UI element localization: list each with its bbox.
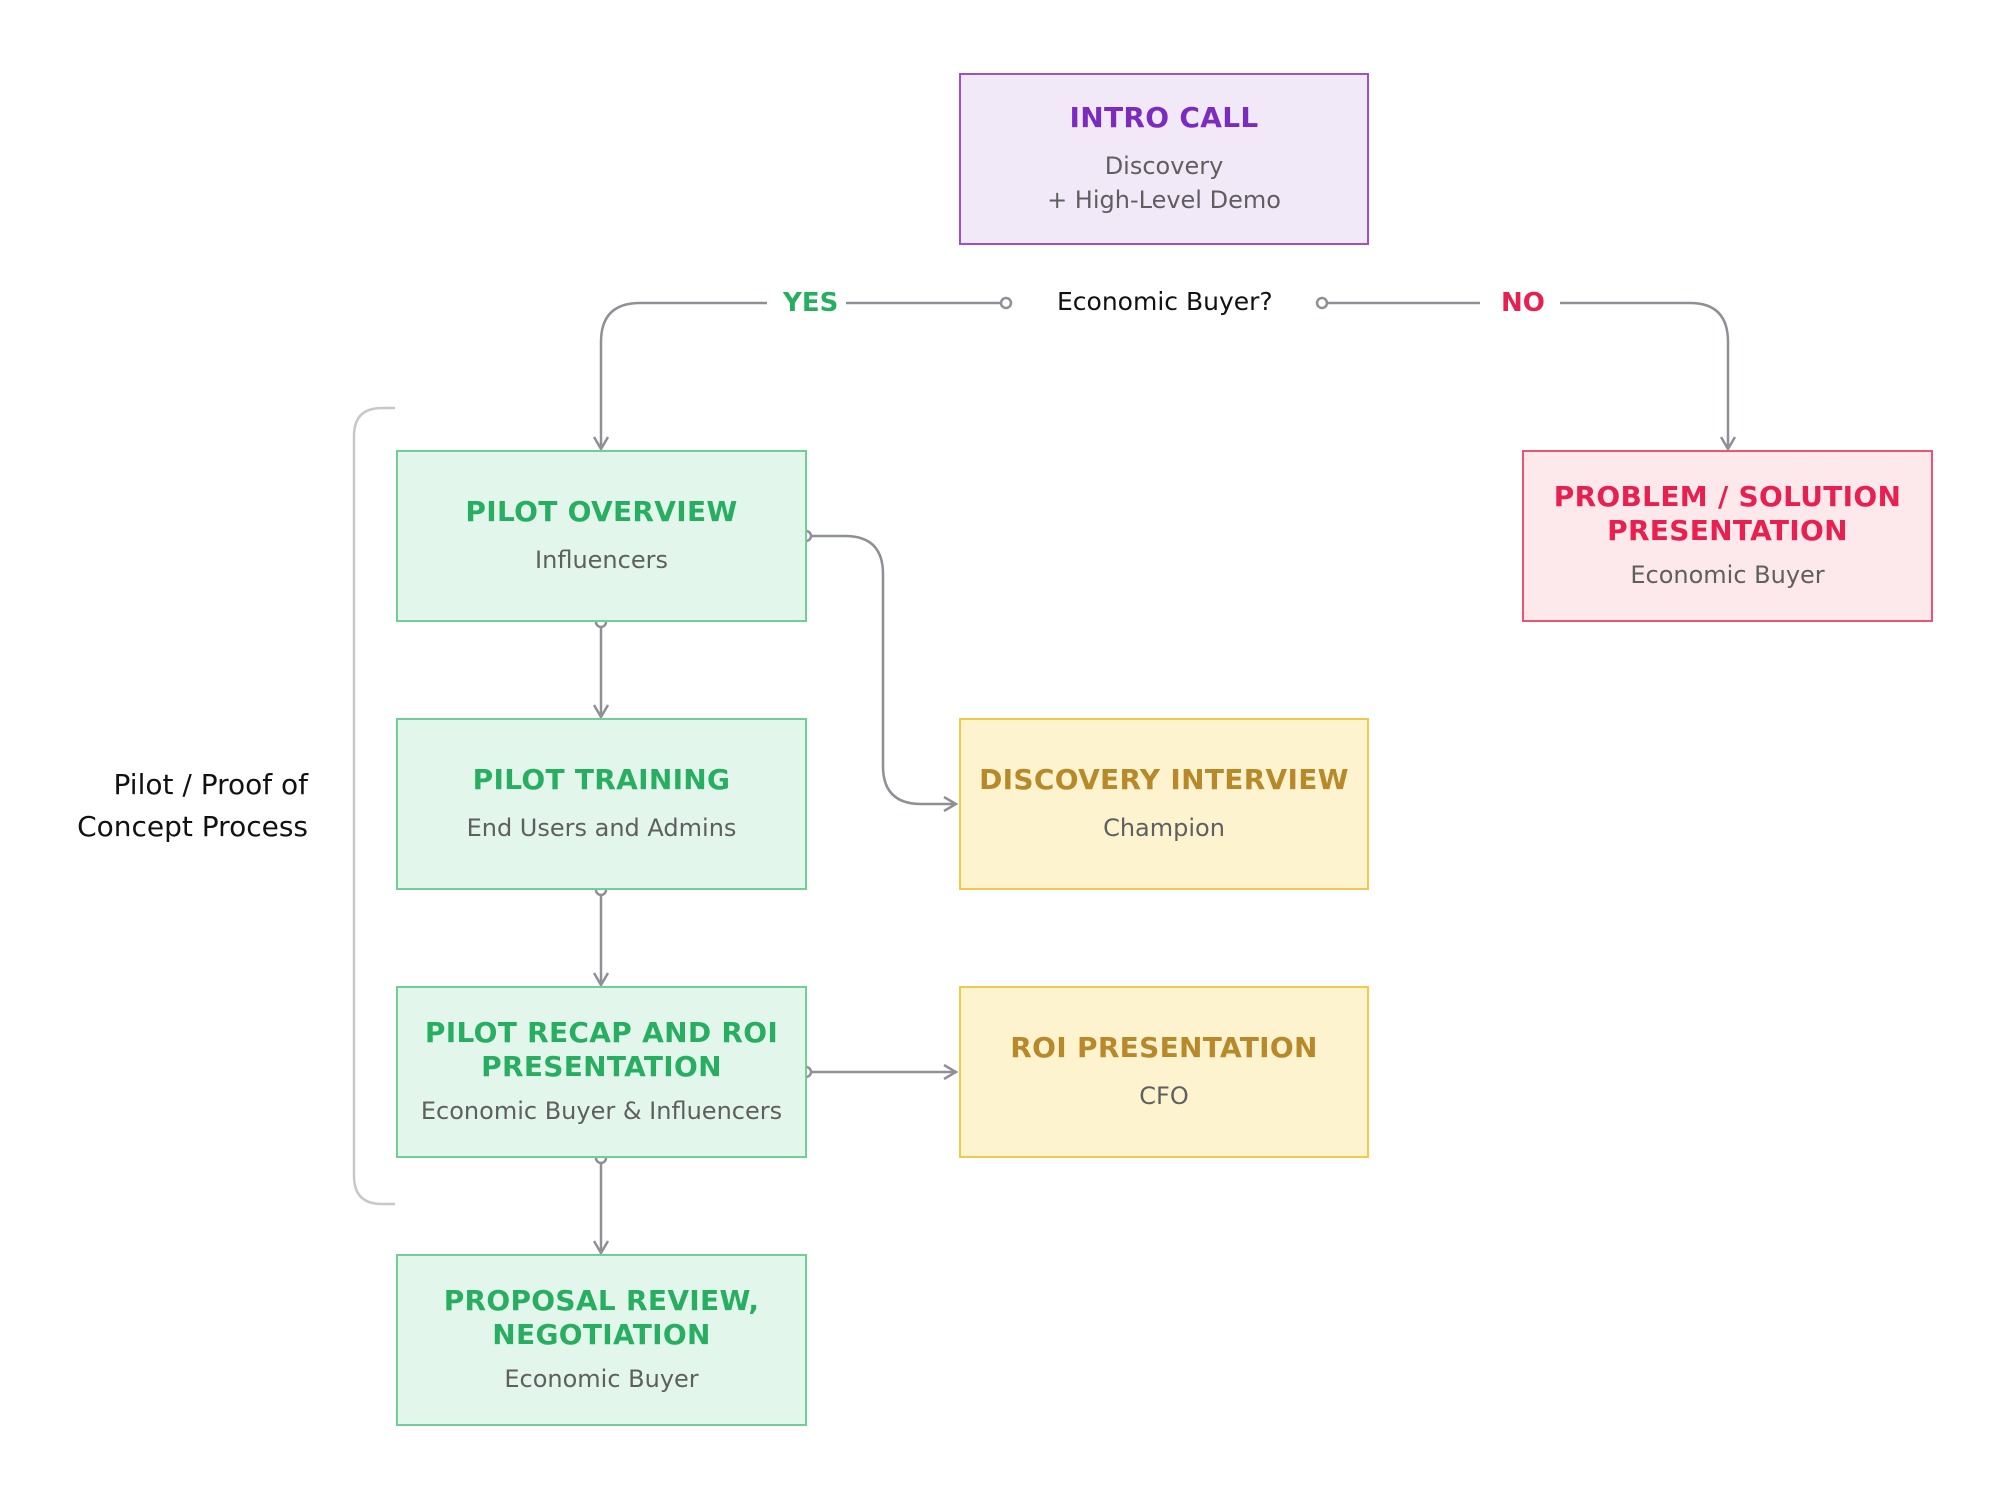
proposal-review-node: PROPOSAL REVIEW, NEGOTIATION Economic Bu… [396,1254,807,1426]
discovery-interview-title: DISCOVERY INTERVIEW [979,763,1349,796]
intro-call-subtitle: Discovery + High-Level Demo [1047,149,1281,217]
roi-presentation-node: ROI PRESENTATION CFO [959,986,1369,1158]
pilot-group-label-line1: Pilot / Proof of [113,768,308,801]
yes-connector-down [601,301,767,448]
pilot-group-label-line2: Concept Process [77,810,308,843]
pilot-overview-node: PILOT OVERVIEW Influencers [396,450,807,622]
pilot-recap-node: PILOT RECAP AND ROI PRESENTATION Economi… [396,986,807,1158]
overview-to-discovery-connector [806,534,955,804]
proposal-review-title-line2: NEGOTIATION [492,1318,711,1351]
roi-presentation-subtitle: CFO [1139,1082,1189,1110]
no-connector-down [1560,301,1728,448]
discovery-interview-node: DISCOVERY INTERVIEW Champion [959,718,1369,890]
problem-solution-title-line1: PROBLEM / SOLUTION [1553,480,1902,513]
problem-solution-node: PROBLEM / SOLUTION PRESENTATION Economic… [1522,450,1933,622]
group-bracket [352,406,395,1206]
pilot-training-title: PILOT TRAINING [472,763,731,796]
proposal-review-title-line1: PROPOSAL REVIEW, [443,1284,760,1317]
decision-question: Economic Buyer? [1057,287,1273,316]
yes-label: YES [783,288,839,318]
pilot-recap-title: PILOT RECAP AND ROI PRESENTATION [425,1016,778,1084]
intro-call-subtitle-line1: Discovery [1104,152,1224,180]
pilot-overview-title: PILOT OVERVIEW [465,495,738,528]
yes-connector-dot [999,296,1013,310]
pilot-overview-subtitle: Influencers [535,546,668,574]
pilot-recap-title-line2: PRESENTATION [481,1050,722,1083]
no-connector-dot [1315,296,1329,310]
pilot-group-label: Pilot / Proof of Concept Process [40,764,308,848]
problem-solution-title-line2: PRESENTATION [1607,514,1848,547]
pilot-recap-subtitle: Economic Buyer & Influencers [420,1097,783,1125]
pilot-training-node: PILOT TRAINING End Users and Admins [396,718,807,890]
problem-solution-title: PROBLEM / SOLUTION PRESENTATION [1554,480,1901,548]
intro-call-node: INTRO CALL Discovery + High-Level Demo [959,73,1369,245]
pilot-training-subtitle: End Users and Admins [466,814,737,842]
discovery-interview-subtitle: Champion [1103,814,1225,842]
no-label: NO [1501,288,1545,318]
intro-call-subtitle-line2: + High-Level Demo [1047,186,1281,214]
intro-call-title: INTRO CALL [1069,101,1259,134]
problem-solution-subtitle: Economic Buyer [1630,561,1825,589]
proposal-review-title: PROPOSAL REVIEW, NEGOTIATION [444,1284,760,1352]
roi-presentation-title: ROI PRESENTATION [1010,1031,1318,1064]
proposal-review-subtitle: Economic Buyer [504,1365,699,1393]
pilot-recap-title-line1: PILOT RECAP AND ROI [424,1016,779,1049]
